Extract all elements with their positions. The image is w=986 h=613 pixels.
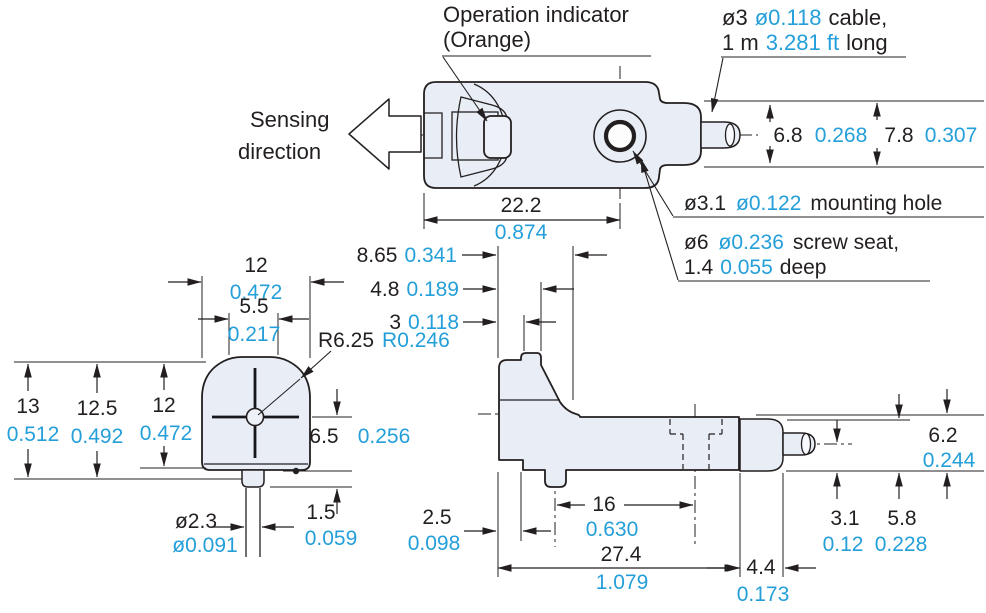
sensing-direction-arrow-icon (348, 98, 422, 170)
dim-boot-dia-in: 0.228 (875, 533, 928, 556)
top-view-body (423, 81, 702, 189)
dim-nose-setback-mm: 2.5 (422, 506, 451, 529)
optical-center-circle (245, 407, 265, 427)
front-cable-stub (241, 469, 265, 488)
dim-cable-dia-mm: ø2.3 (175, 510, 217, 533)
dim-height-mid-in: 0.492 (71, 425, 124, 448)
lens-housing (455, 96, 508, 178)
callout-operation-indicator: Operation indicator (Orange) (442, 2, 651, 122)
front-view (201, 350, 332, 557)
dim-crown-width-mm: 5.5 (239, 295, 268, 318)
dim-height-total-in: 0.512 (7, 423, 60, 446)
dim-boot-length-mm: 4.4 (746, 556, 776, 579)
dim-overall-length-mm: 27.4 (601, 543, 642, 566)
dim-height-total-mm: 13 (16, 395, 39, 418)
mounting-hole-circle (603, 119, 637, 153)
dim-crown-width-in: 0.217 (228, 323, 281, 346)
dim-tail-height-in: 0.244 (923, 449, 976, 472)
dim-foot-height-mm: 1.5 (306, 501, 335, 524)
dim-front-width-mm: 12 (244, 254, 267, 277)
dim-overall-length-in: 1.079 (596, 571, 649, 594)
sensing-direction-label-2: direction (238, 139, 321, 164)
dim-boot-length-in: 0.173 (737, 583, 790, 606)
side-view-body (498, 352, 740, 488)
side-view (478, 352, 852, 547)
side-cable-boot (739, 418, 784, 472)
dim-axis-height-mm: 6.5 (309, 425, 338, 448)
dim-height-body-in: 0.472 (140, 422, 193, 445)
dim-boot-od-in: 0.268 (815, 124, 868, 147)
dim-front-width-in: 0.472 (230, 281, 283, 304)
dim-tail-od-in: 0.307 (925, 124, 978, 147)
dim-hole-pitch-mm: 16 (592, 493, 615, 516)
dim-nose-setback-in: 0.098 (408, 532, 461, 555)
dim-boot-od-mm: 6.8 (773, 124, 802, 147)
dim-foot-height-in: 0.059 (305, 527, 358, 550)
dim-tail-od-mm: 7.8 (884, 124, 913, 147)
dim-cable-center-mm: 3.1 (830, 507, 859, 530)
dim-height-mid-mm: 12.5 (77, 397, 118, 420)
radius-leader (300, 350, 332, 379)
sensing-direction-label-1: Sensing (250, 107, 330, 132)
reference-dot (292, 467, 300, 475)
screw-seat-circle (593, 109, 647, 163)
top-view-dimensions: 22.2 0.874 6.8 0.268 7.8 0.307 (423, 100, 984, 244)
dim-body-width-mm: 22.2 (501, 194, 542, 217)
dim-body-width-in: 0.874 (495, 221, 548, 244)
dim-tail-height-mm: 6.2 (928, 424, 957, 447)
dim-cable-center-in: 0.12 (823, 533, 864, 556)
operation-indicator-label-2: (Orange) (443, 27, 531, 52)
callout-sensing-direction: Sensing direction (238, 98, 422, 170)
top-view (403, 66, 758, 206)
dim-height-body-mm: 12 (152, 394, 175, 417)
dim-cable-dia-in: ø0.091 (172, 534, 237, 557)
rear-step-lines (424, 112, 443, 159)
operation-indicator-window (483, 115, 512, 159)
cable-cut-face (724, 123, 736, 147)
dim-boot-dia-mm: 5.8 (887, 507, 916, 530)
side-cable-cut-face (800, 432, 812, 456)
dim-axis-height-in: 0.256 (358, 425, 411, 448)
hidden-hole-lines (669, 419, 723, 469)
dim-hole-pitch-in: 0.630 (586, 518, 639, 541)
operation-indicator-label-1: Operation indicator (443, 2, 629, 27)
